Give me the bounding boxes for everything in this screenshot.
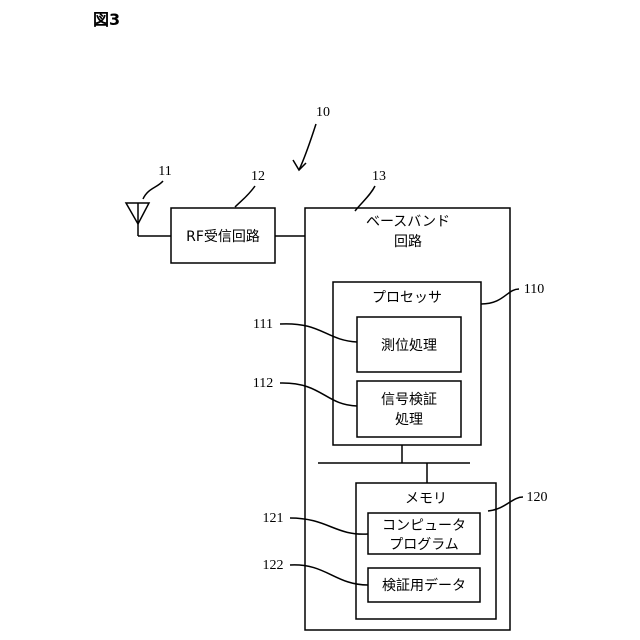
ref-112: 112	[253, 376, 273, 391]
positioning-label: 測位処理	[381, 338, 437, 354]
ref-122: 122	[263, 558, 284, 573]
program-label-line1: コンピュータ	[382, 518, 466, 534]
verification-data-label: 検証用データ	[382, 577, 466, 594]
signal-verification-label-line1: 信号検証	[381, 392, 437, 408]
ref-110: 110	[524, 282, 544, 297]
rf-circuit-label: RF受信回路	[186, 229, 260, 245]
memory-label: メモリ	[405, 491, 447, 507]
antenna-icon	[126, 203, 171, 236]
baseband-label-line2: 回路	[394, 234, 422, 250]
system-arrow-icon	[293, 124, 316, 170]
ref-12: 12	[251, 169, 265, 184]
ref-121: 121	[263, 511, 284, 526]
leader-120	[488, 497, 523, 511]
ref-11: 11	[158, 164, 171, 179]
program-label-line2: プログラム	[389, 537, 459, 553]
leader-12	[235, 186, 255, 207]
leader-112	[280, 383, 357, 406]
ref-10: 10	[316, 105, 330, 120]
ref-120: 120	[527, 490, 548, 505]
leader-11	[143, 181, 163, 199]
signal-verification-box	[357, 381, 461, 437]
figure-label: 図3	[93, 10, 120, 29]
ref-13: 13	[372, 169, 386, 184]
leader-111	[280, 324, 357, 342]
ref-111: 111	[253, 317, 273, 332]
baseband-label-line1: ベースバンド	[366, 214, 450, 230]
signal-verification-label-line2: 処理	[395, 412, 423, 428]
processor-label: プロセッサ	[372, 290, 442, 306]
leader-110	[481, 289, 519, 304]
